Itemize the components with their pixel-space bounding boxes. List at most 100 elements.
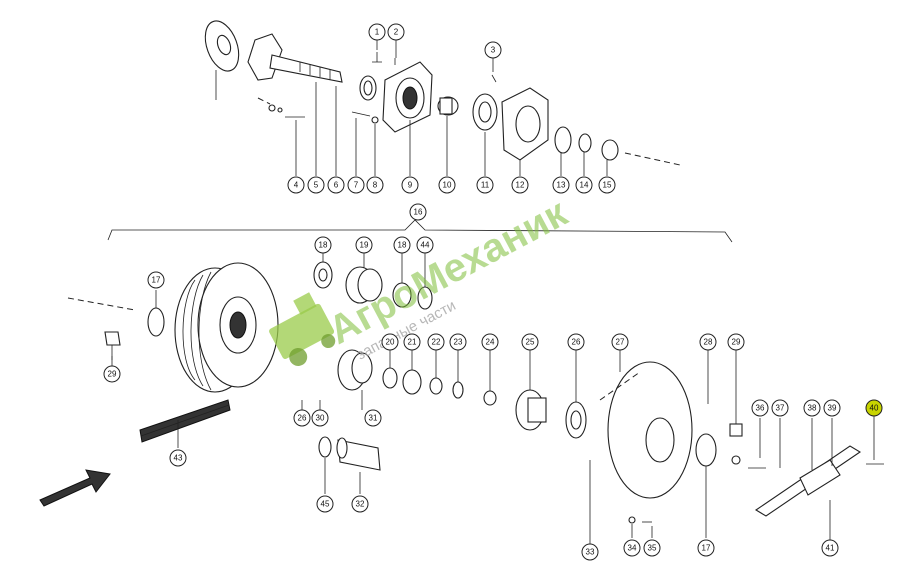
callout-33: 33 xyxy=(581,543,599,561)
watermark-tractor-logo xyxy=(269,292,336,366)
callout-24: 24 xyxy=(481,333,499,351)
callout-17: 17 xyxy=(147,271,165,289)
svg-text:12: 12 xyxy=(516,181,525,190)
svg-text:35: 35 xyxy=(648,544,657,553)
svg-text:26: 26 xyxy=(572,338,581,347)
lower-leaders xyxy=(111,253,875,544)
callout-18: 18 xyxy=(314,236,332,254)
svg-text:1: 1 xyxy=(375,28,380,37)
svg-text:39: 39 xyxy=(828,404,837,413)
svg-text:29: 29 xyxy=(108,370,117,379)
callout-29: 29 xyxy=(727,333,745,351)
callout-27: 27 xyxy=(611,333,629,351)
svg-text:20: 20 xyxy=(386,338,395,347)
svg-text:11: 11 xyxy=(481,181,490,190)
svg-text:44: 44 xyxy=(421,241,430,250)
callout-18: 18 xyxy=(393,236,411,254)
svg-text:29: 29 xyxy=(732,338,741,347)
callout-17: 17 xyxy=(697,539,715,557)
svg-text:17: 17 xyxy=(702,544,711,553)
callout-4: 4 xyxy=(287,176,305,194)
svg-text:40: 40 xyxy=(870,404,879,413)
callout-34: 34 xyxy=(623,539,641,557)
callout-29: 29 xyxy=(103,365,121,383)
callout-2: 2 xyxy=(387,23,405,41)
svg-text:43: 43 xyxy=(174,454,183,463)
callout-9: 9 xyxy=(401,176,419,194)
callout-35: 35 xyxy=(643,539,661,557)
svg-text:5: 5 xyxy=(314,181,319,190)
callout-14: 14 xyxy=(575,176,593,194)
svg-text:8: 8 xyxy=(373,181,378,190)
svg-text:15: 15 xyxy=(603,181,612,190)
svg-text:13: 13 xyxy=(557,181,566,190)
callout-45: 45 xyxy=(316,495,334,513)
callout-39: 39 xyxy=(823,399,841,417)
callout-41: 41 xyxy=(821,539,839,557)
svg-text:26: 26 xyxy=(298,414,307,423)
callout-30: 30 xyxy=(311,409,329,427)
callout-40: 40 xyxy=(865,399,883,417)
svg-text:14: 14 xyxy=(580,181,589,190)
svg-text:36: 36 xyxy=(756,404,765,413)
callout-28: 28 xyxy=(699,333,717,351)
callout-10: 10 xyxy=(438,176,456,194)
group-bracket xyxy=(107,219,733,243)
svg-text:4: 4 xyxy=(294,181,299,190)
callout-16: 16 xyxy=(409,203,427,221)
callout-26: 26 xyxy=(567,333,585,351)
callout-25: 25 xyxy=(521,333,539,351)
svg-text:19: 19 xyxy=(360,241,369,250)
callout-20: 20 xyxy=(381,333,399,351)
callout-21: 21 xyxy=(403,333,421,351)
svg-text:18: 18 xyxy=(319,241,328,250)
svg-text:10: 10 xyxy=(443,181,452,190)
callout-3: 3 xyxy=(484,41,502,59)
svg-text:9: 9 xyxy=(408,181,413,190)
svg-text:38: 38 xyxy=(808,404,817,413)
callout-5: 5 xyxy=(307,176,325,194)
callout-13: 13 xyxy=(552,176,570,194)
callout-43: 43 xyxy=(169,449,187,467)
svg-text:31: 31 xyxy=(369,414,378,423)
svg-text:30: 30 xyxy=(316,414,325,423)
svg-text:16: 16 xyxy=(414,208,423,217)
callout-12: 12 xyxy=(511,176,529,194)
callout-11: 11 xyxy=(476,176,494,194)
callout-7: 7 xyxy=(347,176,365,194)
upper-leaders xyxy=(215,40,608,176)
svg-text:7: 7 xyxy=(354,181,359,190)
svg-text:18: 18 xyxy=(398,241,407,250)
svg-text:32: 32 xyxy=(356,500,365,509)
svg-text:25: 25 xyxy=(526,338,535,347)
callout-8: 8 xyxy=(366,176,384,194)
callout-36: 36 xyxy=(751,399,769,417)
callout-44: 44 xyxy=(416,236,434,254)
svg-text:21: 21 xyxy=(408,338,417,347)
callout-6: 6 xyxy=(327,176,345,194)
callout-22: 22 xyxy=(427,333,445,351)
callout-19: 19 xyxy=(355,236,373,254)
callout-38: 38 xyxy=(803,399,821,417)
svg-text:23: 23 xyxy=(454,338,463,347)
callout-1: 1 xyxy=(368,23,386,41)
callout-37: 37 xyxy=(771,399,789,417)
svg-text:45: 45 xyxy=(321,500,330,509)
svg-text:24: 24 xyxy=(486,338,495,347)
callout-23: 23 xyxy=(449,333,467,351)
callout-31: 31 xyxy=(364,409,382,427)
svg-text:6: 6 xyxy=(334,181,339,190)
svg-text:17: 17 xyxy=(152,276,161,285)
svg-text:27: 27 xyxy=(616,338,625,347)
lower-assembly xyxy=(39,261,884,540)
svg-text:37: 37 xyxy=(776,404,785,413)
svg-text:22: 22 xyxy=(432,338,441,347)
callout-15: 15 xyxy=(598,176,616,194)
svg-text:34: 34 xyxy=(628,544,637,553)
svg-text:3: 3 xyxy=(491,46,496,55)
callout-32: 32 xyxy=(351,495,369,513)
svg-text:41: 41 xyxy=(826,544,835,553)
svg-text:28: 28 xyxy=(704,338,713,347)
